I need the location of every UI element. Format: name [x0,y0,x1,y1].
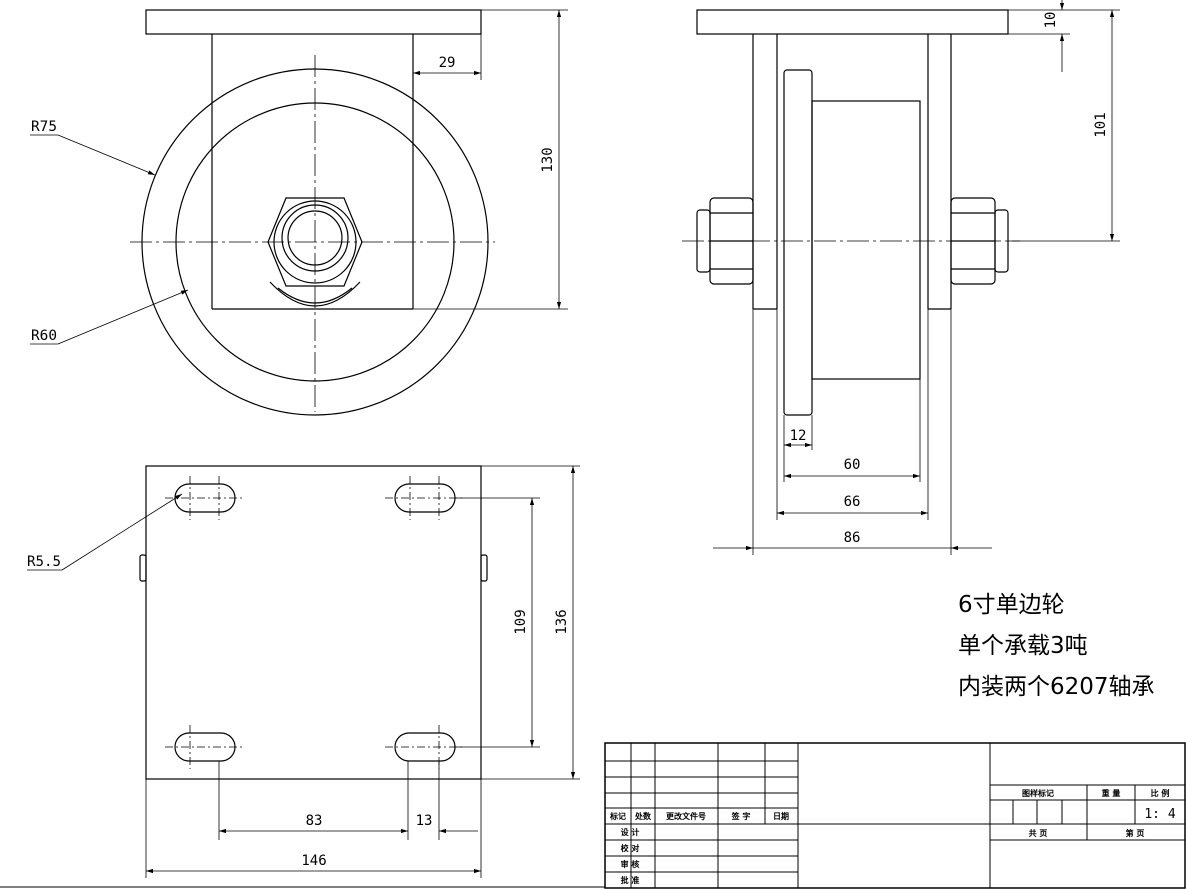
tb-sign-row-2: 审 核 [621,859,640,869]
dim-86: 86 [844,530,861,546]
title-block-frame [604,742,1186,889]
dim-29: 29 [439,55,456,71]
tb-rev-header-0: 标记 [609,811,626,821]
tb-scale-value: 1: 4 [1144,807,1175,822]
technical-notes: 6寸单边轮 单个承载3吨 内装两个6207轴承 [958,585,1155,708]
tb-sign-row-3: 批 准 [621,875,640,885]
top-view [27,465,580,878]
tb-scale-label: 比 例 [1151,788,1170,798]
tb-weight: 重 量 [1102,788,1121,798]
tab-left [139,554,147,582]
note-load-capacity: 单个承载3吨 [958,633,1088,659]
dim-136: 136 [554,609,570,634]
front-view [30,9,568,416]
front-top-plate [145,9,482,35]
tb-rev-header-4: 日期 [773,811,789,821]
dim-101: 101 [1093,112,1109,137]
tb-drawing-mark: 图样标记 [1022,788,1054,798]
tb-sheet-no: 第 页 [1126,828,1145,838]
tb-total-sheets: 共 页 [1029,828,1048,838]
dim-10: 10 [1043,12,1059,29]
side-view [682,0,1120,555]
r55-leader [61,493,183,571]
dim-130: 130 [540,147,556,172]
dim-66: 66 [844,494,861,510]
dim-83: 83 [306,813,323,829]
tab-right [480,554,488,582]
tb-rev-header-1: 处数 [634,811,652,821]
dim-13: 13 [416,813,433,829]
wheel-tread [811,100,921,380]
base-plate [145,465,482,780]
note-bearing: 内装两个6207轴承 [958,674,1155,700]
tb-rev-header-2: 更改文件号 [666,811,706,821]
tb-sign-row-1: 校 对 [621,843,640,853]
side-top-plate [696,9,1009,35]
label-r60: R60 [31,328,57,344]
note-wheel-size: 6寸单边轮 [958,592,1065,618]
label-r75: R75 [31,119,57,135]
dim-146: 146 [301,853,326,869]
r75-leader [57,134,156,176]
tb-rev-header-3: 签 字 [731,811,751,821]
dim-109: 109 [513,609,529,634]
label-r5-5: R5.5 [27,554,61,570]
dim-60: 60 [844,457,861,473]
title-block [604,742,1186,889]
tb-sign-row-0: 设 计 [621,827,640,837]
r60-leader [57,289,189,345]
wheel-flange [783,69,813,416]
dim-12: 12 [790,428,807,444]
